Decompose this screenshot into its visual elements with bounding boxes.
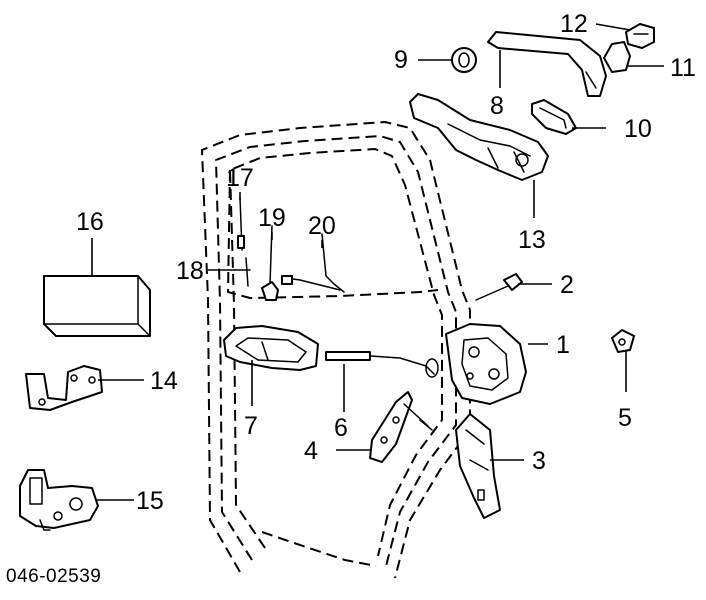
- callout-12: 12: [560, 10, 588, 38]
- callout-3: 3: [532, 447, 546, 475]
- part-20-rod: [281, 233, 345, 293]
- leader-lines: [91, 23, 664, 501]
- callout-1: 1: [556, 331, 570, 359]
- callout-2: 2: [560, 271, 574, 299]
- part-6-cable: [325, 351, 439, 378]
- part-19-clip: [261, 225, 279, 301]
- callout-15: 15: [136, 487, 164, 515]
- part-3-strap: [455, 413, 501, 519]
- callout-18: 18: [176, 257, 204, 285]
- part-11-cap: [603, 41, 631, 73]
- part-10-bezel: [531, 99, 577, 135]
- callout-13: 13: [518, 226, 546, 254]
- diagram-reference-number: 046-02539: [6, 566, 101, 587]
- callout-20: 20: [308, 212, 336, 240]
- part-18-rod: [235, 257, 251, 287]
- callout-9: 9: [394, 46, 408, 74]
- callout-11: 11: [670, 54, 696, 82]
- callout-19: 19: [258, 204, 286, 232]
- callout-6: 6: [334, 414, 348, 442]
- part-4-bracket: [369, 391, 433, 463]
- part-5-clip: [611, 329, 635, 353]
- callout-17: 17: [226, 164, 254, 192]
- part-7-inside-handle: [223, 325, 319, 371]
- part-9-grommet: [451, 47, 477, 73]
- callout-10: 10: [624, 115, 652, 143]
- callout-5: 5: [618, 404, 632, 432]
- part-8-outside-handle: [487, 31, 607, 97]
- part-16-panel: [43, 275, 151, 337]
- door-frame-outline: [201, 121, 471, 579]
- part-2-pin: [475, 273, 523, 301]
- callout-8: 8: [490, 92, 504, 120]
- callout-4: 4: [304, 437, 318, 465]
- part-15-check-assembly: [19, 469, 99, 531]
- part-13-handle-bracket: [409, 93, 549, 181]
- part-12-cap: [625, 23, 655, 49]
- part-14-hinge: [25, 365, 103, 411]
- callout-14: 14: [150, 367, 178, 395]
- callout-16: 16: [76, 208, 104, 236]
- part-17-rod: [237, 197, 245, 251]
- part-1-latch: [445, 323, 527, 405]
- callout-7: 7: [244, 412, 258, 440]
